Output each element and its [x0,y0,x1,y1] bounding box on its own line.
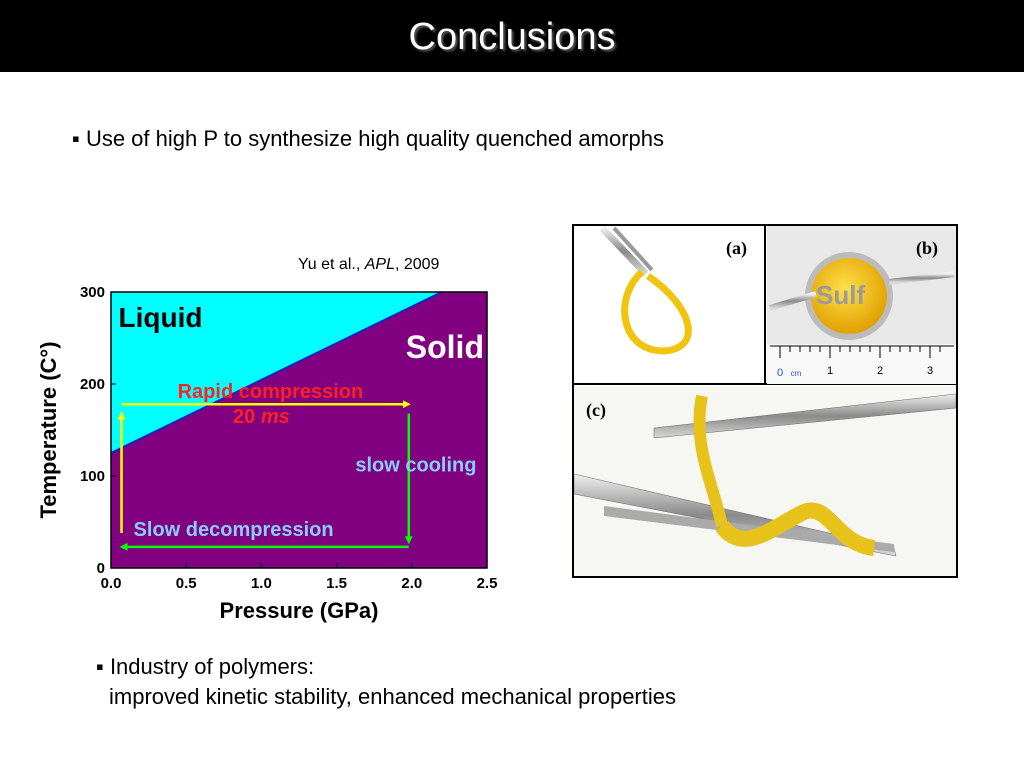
sample-photos: (a) Sulf (b) [572,224,958,578]
ruler-label-0: 0 [777,367,783,379]
sample-overlay-text: Sulf [816,280,865,310]
bullet-marker: ▪ [72,126,80,151]
y-tick-label: 200 [80,376,105,393]
process-label-slow-decompression: Slow decompression [134,519,334,541]
bullet-polymers: ▪ Industry of polymers: improved kinetic… [96,652,676,712]
bullet-text-line2: improved kinetic stability, enhanced mec… [109,684,676,709]
photo-panel-a: (a) [599,225,747,355]
process-label-duration: 20 ms [233,406,290,428]
duration-unit: ms [261,406,290,428]
region-label-solid: Solid [406,329,484,365]
region-label-liquid: Liquid [119,302,203,333]
x-tick-label: 0.0 [101,575,122,592]
y-tick-label: 0 [97,560,105,577]
citation-year: , 2009 [394,256,440,273]
ruler-label-3: 3 [927,365,933,377]
x-axis-label: Pressure (GPa) [220,598,379,623]
photo-panel-b: Sulf (b) 0 cm 1 2 3 [767,226,956,384]
panel-c-label: (c) [586,400,606,421]
bullet-marker: ▪ [96,654,104,679]
ruler-ticks [770,345,954,358]
x-tick-label: 2.5 [477,575,498,592]
title-bar [0,0,1024,72]
x-tick-label: 1.5 [326,575,347,592]
panel-a-label: (a) [726,238,747,259]
y-tick-label: 100 [80,468,105,485]
process-label-rapid-compression: Rapid compression [178,381,364,403]
panel-b-label: (b) [916,238,938,259]
photo-panel-c: (c) [573,386,957,576]
x-tick-label: 0.5 [176,575,197,592]
ruler-label-1: 1 [827,365,833,377]
ruler-labels: 0 cm 1 2 3 [777,365,933,379]
y-axis-label: Temperature (C°) [36,341,61,518]
ruler-label-2: 2 [877,365,883,377]
duration-number: 20 [233,406,261,428]
ruler-label-cm: cm [791,369,802,378]
x-tick-label: 2.0 [401,575,422,592]
citation-authors: Yu et al., [298,256,365,273]
bullet-text-line1: Industry of polymers: [109,654,315,679]
photo-illustration: (a) Sulf (b) [573,225,957,576]
citation: Yu et al., APL, 2009 [298,256,439,274]
bullet-text: Use of high P to synthesize high quality… [85,126,665,151]
y-tick-label: 300 [80,284,105,301]
phase-boundary-line [110,291,443,454]
plot-frame [110,291,488,569]
slide-title: Conclusions [408,16,616,58]
x-tick-label: 1.0 [251,575,272,592]
bullet-high-pressure: ▪ Use of high P to synthesize high quali… [72,126,664,152]
citation-journal: APL [364,256,395,273]
process-label-slow-cooling: slow cooling [355,454,476,476]
